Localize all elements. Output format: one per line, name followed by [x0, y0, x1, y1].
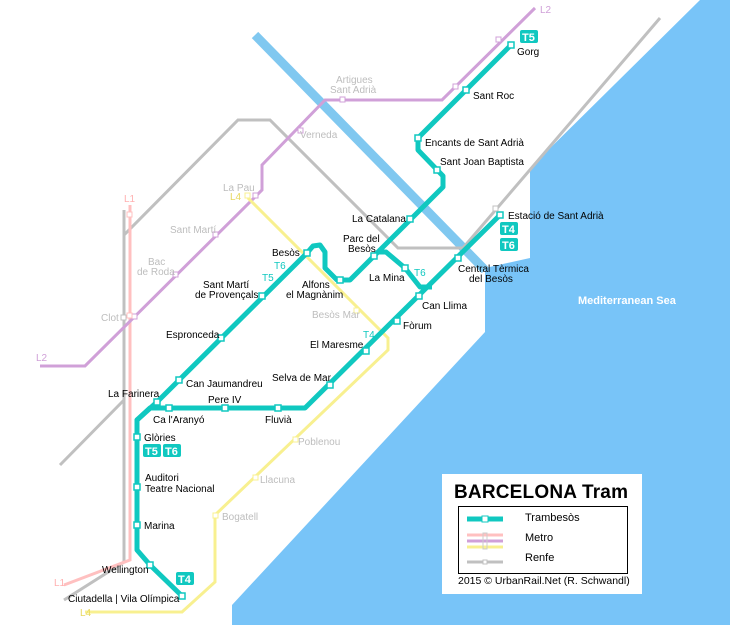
legend-renfe: Renfe [525, 552, 555, 564]
svg-text:T6: T6 [165, 446, 178, 458]
station-fluvia: Fluvià [265, 415, 292, 426]
station-la-farinera: La Farinera [108, 389, 160, 400]
map-title: BARCELONA Tram [454, 482, 629, 503]
station-poblenou: Poblenou [298, 437, 340, 448]
station-artigues-1: Artigues [336, 75, 373, 86]
sea [232, 0, 730, 625]
station-central-termica-1: Central Tèrmica [458, 264, 529, 275]
station-clot: Clot [101, 313, 119, 324]
station-sant-marti-provencals-1: Sant Martí [203, 280, 249, 291]
svg-text:T6: T6 [502, 240, 515, 252]
badge-estacio-t4: T4 [500, 222, 518, 236]
station-alfons-1: Alfons [302, 280, 330, 291]
station-llacuna: Llacuna [260, 475, 295, 486]
svg-text:T5: T5 [145, 446, 158, 458]
station-besos-mar: Besòs Mar [312, 310, 360, 321]
label-t5: T5 [262, 273, 274, 284]
station-pere-iv: Pere IV [208, 395, 242, 406]
label-l4-top: L4 [230, 192, 242, 203]
svg-text:T5: T5 [522, 32, 535, 44]
station-auditori-2: Teatre Nacional [145, 484, 214, 495]
motorway [251, 31, 489, 274]
station-can-jaumandreu: Can Jaumandreu [186, 379, 263, 390]
legend-trambesos: Trambesòs [525, 512, 580, 524]
sea-label: Mediterranean Sea [578, 295, 677, 307]
station-bac-de-roda-2: de Roda [137, 267, 175, 278]
legend-swatches [467, 515, 503, 565]
badge-glories-t5: T5 [143, 444, 161, 458]
label-t4-maresme: T4 [363, 330, 375, 341]
label-l4-bottom: L4 [80, 608, 92, 619]
legend: BARCELONA Tram Trambesòs Metro Renfe 201… [442, 474, 642, 594]
station-selva-de-mar: Selva de Mar [272, 373, 332, 384]
station-encants: Encants de Sant Adrià [425, 138, 524, 149]
station-artigues-2: Sant Adrià [330, 85, 377, 96]
station-marina: Marina [144, 521, 175, 532]
station-parc-del-besos-2: Besòs [348, 244, 376, 255]
station-central-termica-2: del Besòs [469, 274, 513, 285]
station-sant-joan-baptista: Sant Joan Baptista [440, 157, 524, 168]
station-alfons-2: el Magnànim [286, 290, 343, 301]
station-verneda: Verneda [300, 130, 338, 141]
station-sant-marti: Sant Martí [170, 225, 216, 236]
label-l2-left: L2 [36, 353, 48, 364]
tram-station-markers [133, 41, 515, 600]
station-la-mina: La Mina [369, 273, 405, 284]
other-station-markers [120, 36, 502, 519]
station-can-llima: Can Llima [422, 301, 467, 312]
legend-box: Trambesòs Metro Renfe [458, 506, 628, 574]
station-el-maresme: El Maresme [310, 340, 364, 351]
station-auditori-1: Auditori [145, 473, 179, 484]
badge-gorg-t5: T5 [520, 30, 538, 44]
station-besos: Besòs [272, 248, 300, 259]
label-t6-besos: T6 [274, 261, 286, 272]
tram-t5 [134, 43, 513, 437]
station-sant-marti-provencals-2: de Provençals [195, 290, 258, 301]
svg-text:T4: T4 [502, 224, 516, 236]
label-l2-top: L2 [540, 5, 552, 16]
station-forum: Fòrum [403, 321, 432, 332]
station-wellington: Wellington [102, 565, 149, 576]
station-ca-laranyo: Ca l'Aranyó [153, 415, 205, 426]
label-l1-top: L1 [124, 194, 136, 205]
station-estacio-sant-adria: Estació de Sant Adrià [508, 211, 604, 222]
station-bogatell: Bogatell [222, 512, 258, 523]
metro-l2 [40, 6, 537, 368]
label-t6-mina: T6 [414, 268, 426, 279]
badge-glories-t6: T6 [163, 444, 181, 458]
station-espronceda: Espronceda [166, 330, 220, 341]
station-la-catalana: La Catalana [352, 214, 406, 225]
copyright: 2015 © UrbanRail.Net (R. Schwandl) [458, 575, 630, 587]
station-gorg: Gorg [517, 47, 539, 58]
badge-ciutadella-t4: T4 [176, 572, 194, 586]
svg-text:T4: T4 [178, 574, 192, 586]
station-sant-roc: Sant Roc [473, 91, 514, 102]
label-l1-bottom: L1 [54, 578, 66, 589]
station-glories: Glòries [144, 433, 176, 444]
station-ciutadella: Ciutadella | Vila Olímpica [68, 594, 180, 605]
station-parc-del-besos-1: Parc del [343, 234, 380, 245]
station-bac-de-roda-1: Bac [148, 257, 165, 268]
station-la-pau: La Pau [223, 183, 255, 194]
badge-estacio-t6: T6 [500, 238, 518, 252]
legend-metro: Metro [525, 532, 554, 544]
